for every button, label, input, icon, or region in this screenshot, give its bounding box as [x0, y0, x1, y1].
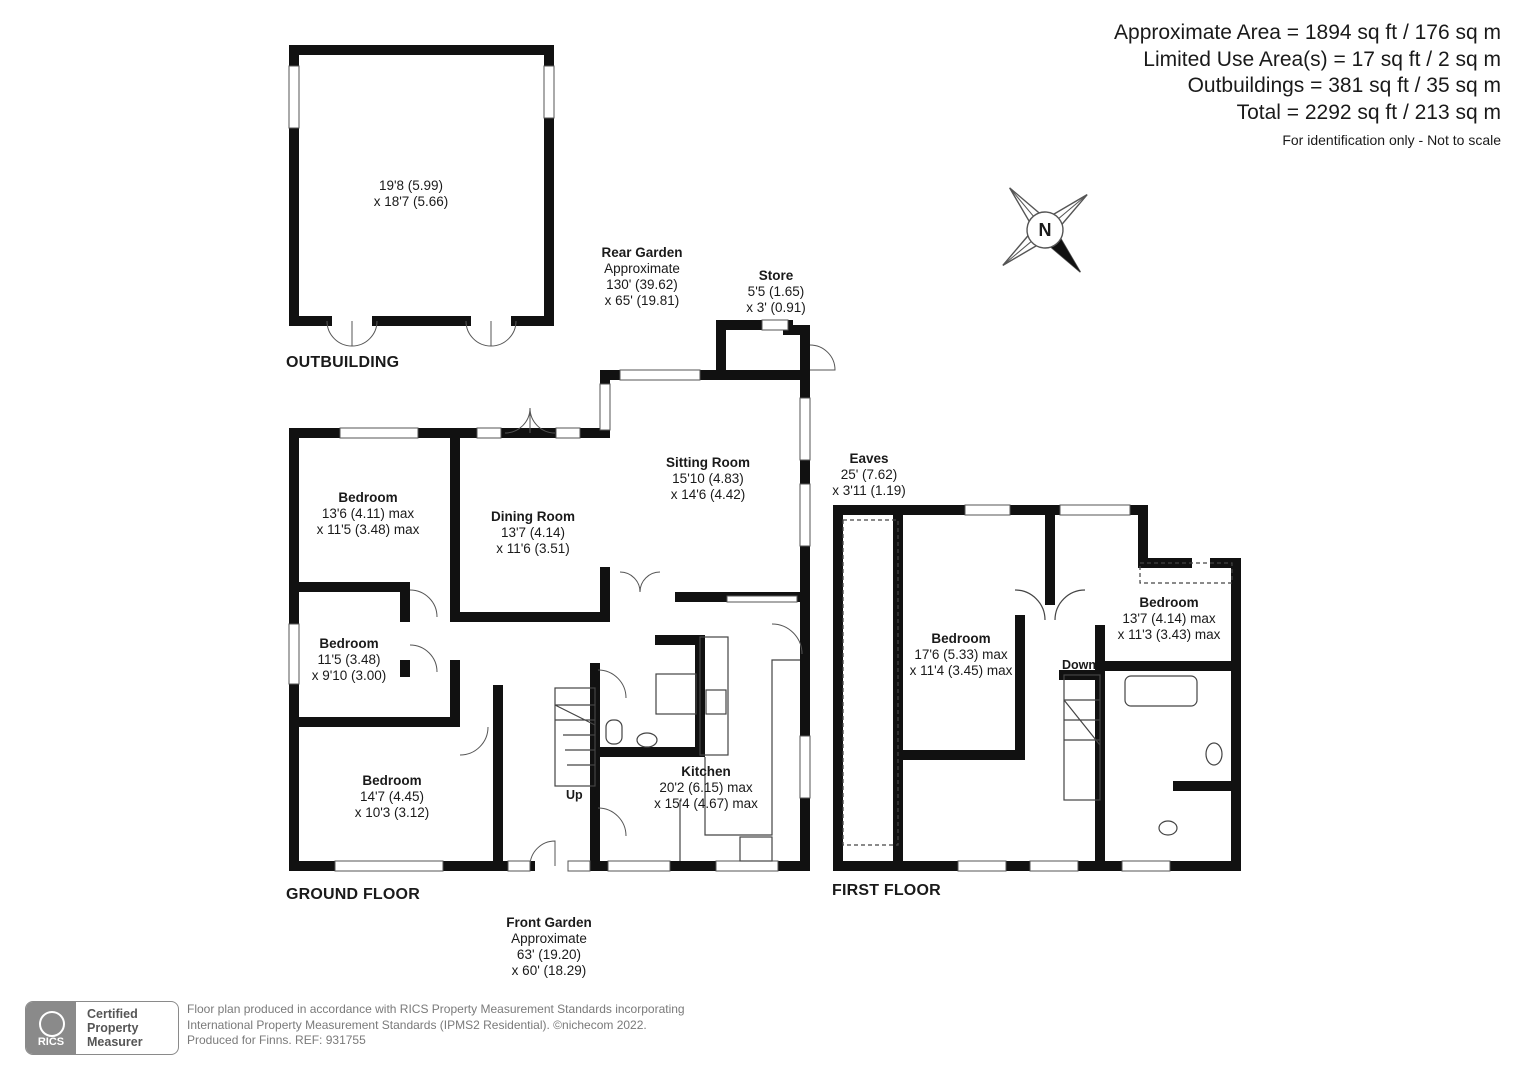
- outbuilding-dimensions: 19'8 (5.99) x 18'7 (5.66): [373, 178, 449, 209]
- ground-floor-windows: [288, 319, 811, 872]
- ground-bedroom-1-label: Bedroom 13'6 (4.11) max x 11'5 (3.48) ma…: [316, 490, 420, 537]
- approximate-area: Approximate Area = 1894 sq ft / 176 sq m: [1114, 21, 1501, 44]
- compass-icon: [1002, 187, 1088, 273]
- outbuilding-title: OUTBUILDING: [286, 354, 400, 371]
- stairs-down-label: Down: [1062, 658, 1097, 672]
- sitting-room-label: Sitting Room 15'10 (4.83) x 14'6 (4.42): [666, 455, 750, 502]
- kitchen-label: Kitchen 20'2 (6.15) max x 15'4 (4.67) ma…: [654, 764, 758, 811]
- dining-room-label: Dining Room 13'7 (4.14) x 11'6 (3.51): [491, 509, 575, 556]
- ground-bedroom-2-label: Bedroom 11'5 (3.48) x 9'10 (3.00): [311, 636, 387, 683]
- rics-logo-text: RICS: [37, 1036, 65, 1048]
- scale-note: For identification only - Not to scale: [1282, 132, 1501, 148]
- stairs-up-label: Up: [566, 788, 583, 802]
- first-floor-fixtures: [842, 519, 1233, 846]
- rear-garden-label: Rear Garden Approximate 130' (39.62) x 6…: [601, 245, 683, 308]
- outbuilding-doors: [326, 320, 517, 347]
- eaves-label: Eaves 25' (7.62) x 3'11 (1.19): [832, 451, 906, 498]
- first-floor-windows: [957, 504, 1171, 872]
- first-bedroom-1-label: Bedroom 17'6 (5.33) max x 11'4 (3.45) ma…: [909, 631, 1013, 678]
- total-area: Total = 2292 sq ft / 213 sq m: [1236, 100, 1501, 124]
- store-label: Store 5'5 (1.65) x 3' (0.91): [746, 268, 806, 315]
- limited-use-area: Limited Use Area(s) = 17 sq ft / 2 sq m: [1143, 47, 1501, 71]
- first-floor-title: FIRST FLOOR: [832, 882, 941, 899]
- area-summary: Approximate Area = 1894 sq ft / 176 sq m…: [1114, 20, 1501, 148]
- compass-letter: N: [1038, 220, 1052, 240]
- first-bedroom-2-label: Bedroom 13'7 (4.14) max x 11'3 (3.43) ma…: [1117, 595, 1221, 642]
- ground-floor-fixtures: [554, 636, 800, 862]
- rics-emblem-icon: [39, 1011, 65, 1037]
- outbuilding-walls: [289, 45, 554, 326]
- ground-bedroom-3-label: Bedroom 14'7 (4.45) x 10'3 (3.12): [354, 773, 430, 820]
- front-garden-label: Front Garden Approximate 63' (19.20) x 6…: [506, 915, 592, 978]
- outbuilding-windows: [288, 65, 555, 129]
- ground-floor-doors: [409, 344, 836, 867]
- outbuildings-area: Outbuildings = 381 sq ft / 35 sq m: [1187, 74, 1501, 97]
- ground-floor-title: GROUND FLOOR: [286, 886, 420, 903]
- rics-badge: RICS Certified Property Measurer: [25, 1001, 179, 1055]
- footer-credits: Floor plan produced in accordance with R…: [187, 1002, 685, 1047]
